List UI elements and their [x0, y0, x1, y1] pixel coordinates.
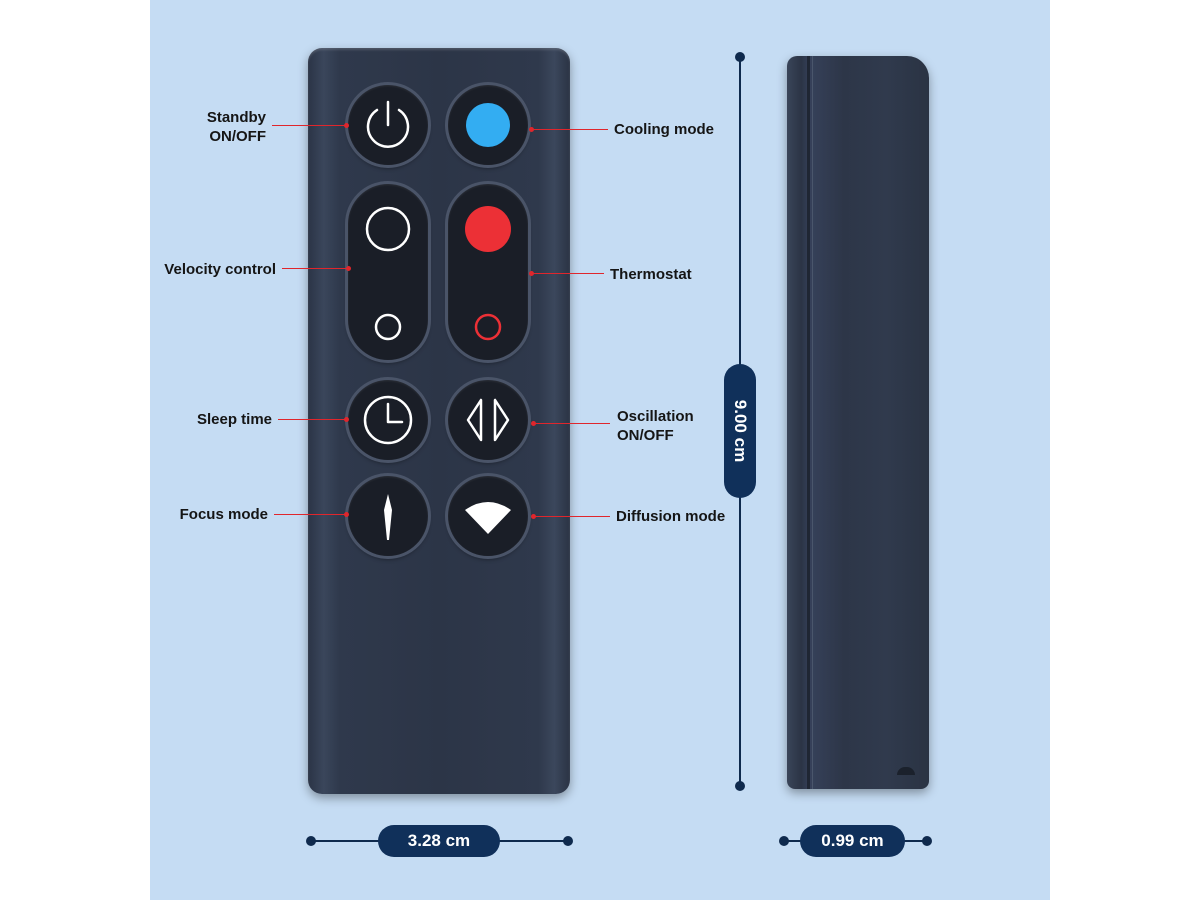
- leader-cooling: [532, 129, 608, 130]
- oscillation-button[interactable]: [448, 380, 528, 460]
- side-seam: [807, 56, 810, 789]
- leader-dot-velocity: [346, 266, 351, 271]
- red-dot-icon: [465, 206, 511, 252]
- width-dimension-badge: 3.28 cm: [378, 825, 500, 857]
- focus-wedge-icon: [384, 494, 392, 540]
- leader-dot-standby: [344, 123, 349, 128]
- leader-dot-cooling: [529, 127, 534, 132]
- leader-dot-sleep: [344, 417, 349, 422]
- focus-mode-button[interactable]: [348, 476, 428, 556]
- leader-velocity: [282, 268, 348, 269]
- leader-focus: [274, 514, 346, 515]
- width-dimension-left-dot: [306, 836, 316, 846]
- leader-diffusion: [534, 516, 610, 517]
- leader-oscillation: [534, 423, 610, 424]
- label-velocity: Velocity control: [164, 261, 276, 278]
- leader-dot-diffusion: [531, 514, 536, 519]
- standby-button[interactable]: [348, 85, 428, 165]
- label-cooling: Cooling mode: [614, 121, 714, 138]
- leader-dot-focus: [344, 512, 349, 517]
- height-dimension-text: 9.00 cm: [731, 399, 751, 463]
- remote-front-view: [308, 48, 570, 794]
- diffusion-fan-icon: [465, 502, 511, 534]
- diffusion-mode-button[interactable]: [448, 476, 528, 556]
- depth-dimension-text: 0.99 cm: [821, 831, 884, 850]
- oscillation-arrows-icon: [466, 398, 510, 442]
- label-thermostat: Thermostat: [610, 266, 692, 283]
- large-circle-icon: [365, 206, 411, 252]
- remote-side-view: [787, 56, 929, 789]
- label-focus: Focus mode: [179, 506, 268, 523]
- height-dimension-top-dot: [735, 52, 745, 62]
- small-circle-icon: [374, 313, 402, 341]
- battery-notch: [897, 767, 915, 775]
- cooling-mode-button[interactable]: [448, 85, 528, 165]
- width-dimension-right-dot: [563, 836, 573, 846]
- height-dimension-bottom-dot: [735, 781, 745, 791]
- depth-dimension-left-dot: [779, 836, 789, 846]
- leader-standby: [272, 125, 346, 126]
- side-seam-highlight: [812, 56, 813, 789]
- clock-icon: [363, 395, 413, 445]
- velocity-control-button[interactable]: [348, 184, 428, 360]
- blue-dot-icon: [466, 103, 510, 147]
- leader-dot-oscillation: [531, 421, 536, 426]
- depth-dimension-right-dot: [922, 836, 932, 846]
- thermostat-button[interactable]: [448, 184, 528, 360]
- width-dimension-text: 3.28 cm: [407, 831, 471, 850]
- height-dimension-badge: 9.00 cm: [724, 364, 756, 498]
- label-sleep: Sleep time: [196, 411, 272, 428]
- leader-dot-thermostat: [529, 271, 534, 276]
- label-diffusion: Diffusion mode: [616, 508, 726, 525]
- leader-sleep: [278, 419, 346, 420]
- power-icon: [366, 100, 410, 148]
- depth-dimension-badge: 0.99 cm: [800, 825, 905, 857]
- small-red-circle-icon: [474, 313, 502, 341]
- leader-thermostat: [532, 273, 604, 274]
- sleep-time-button[interactable]: [348, 380, 428, 460]
